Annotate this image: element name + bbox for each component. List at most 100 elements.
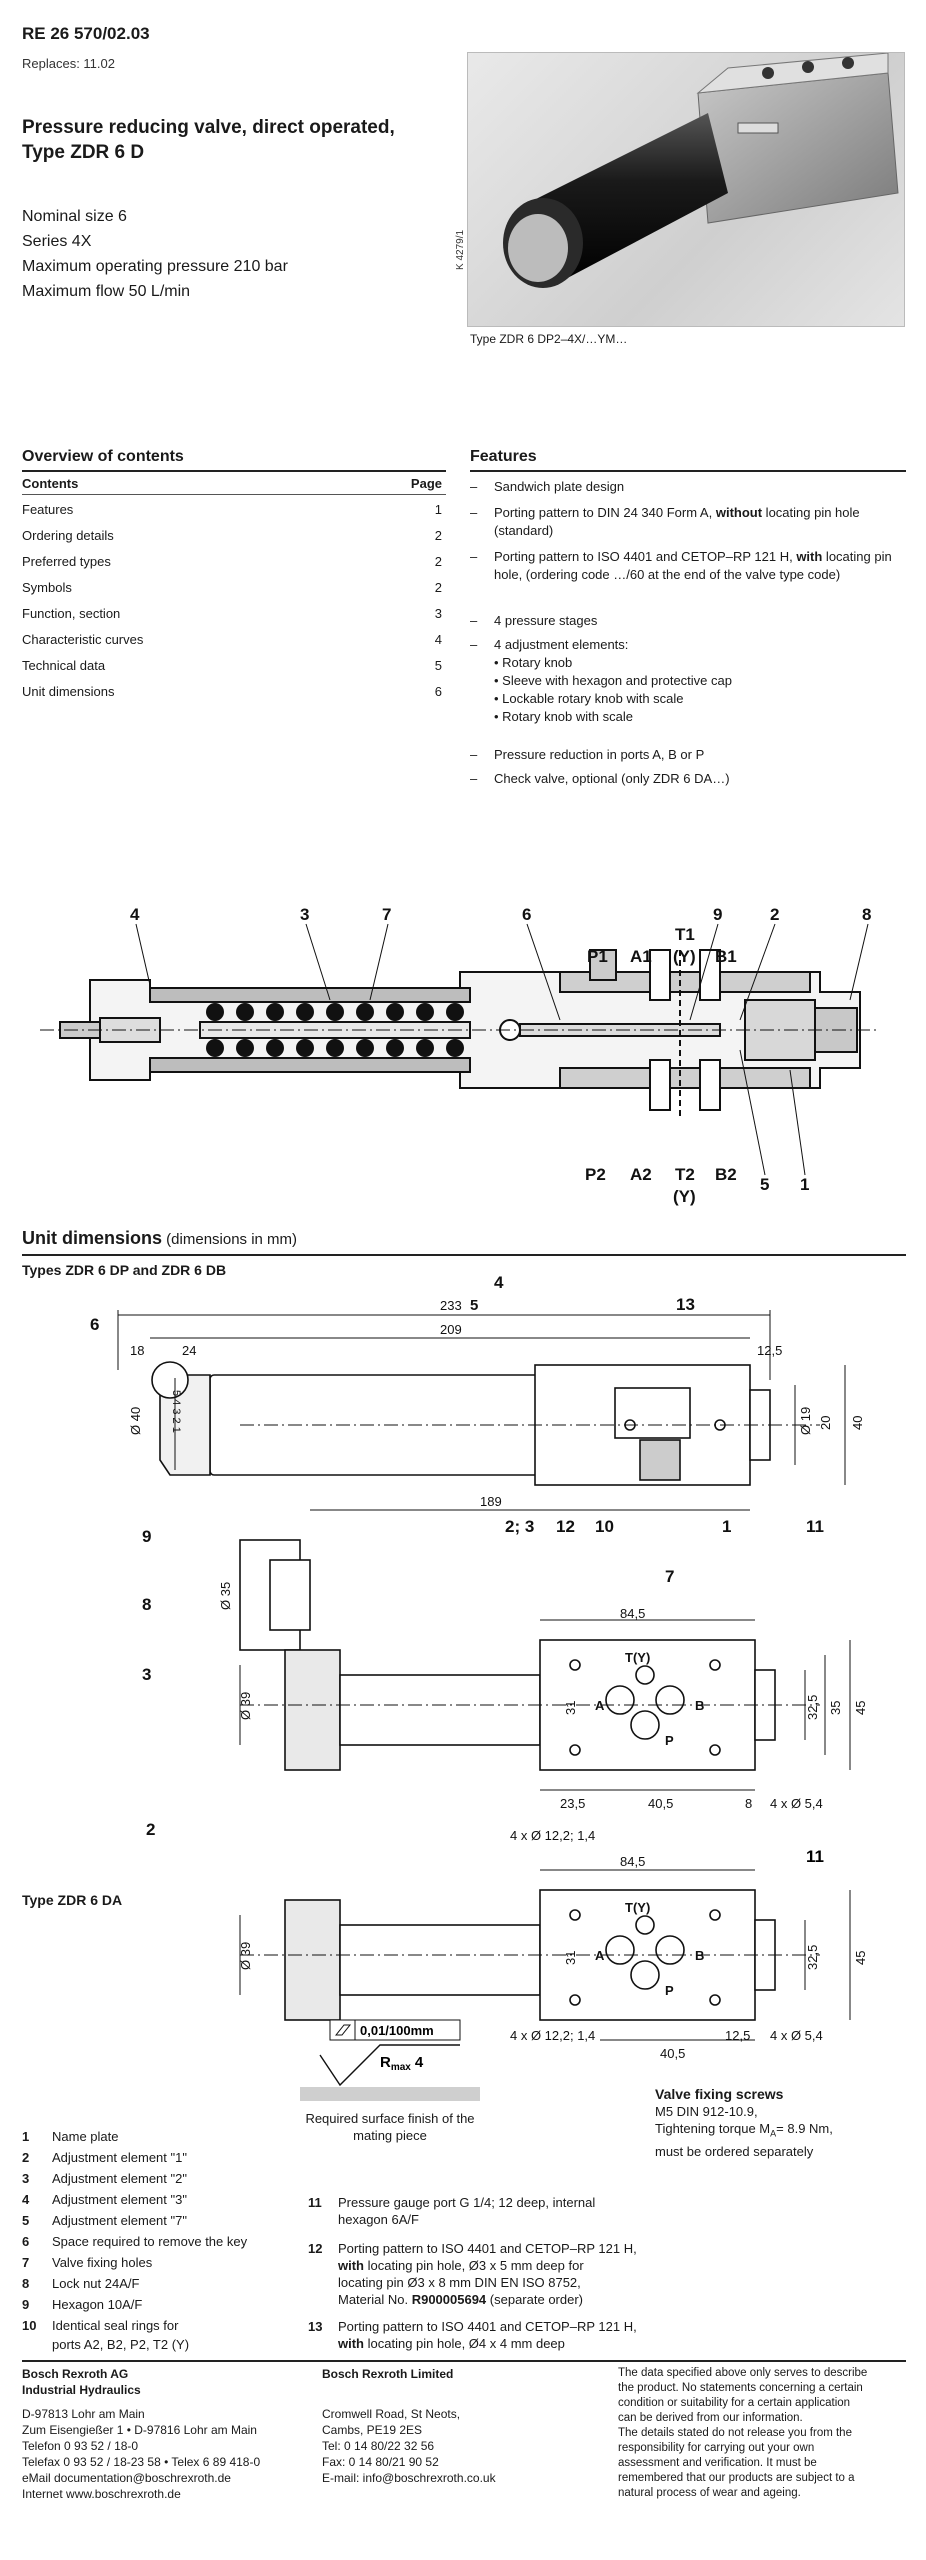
callout-9: 9 xyxy=(142,1527,151,1546)
dim-20: 20 xyxy=(818,1416,833,1430)
callout-11: 11 xyxy=(806,1850,824,1866)
dim-84-5: 84,5 xyxy=(620,1606,645,1621)
callout-2: 2 xyxy=(770,905,779,924)
dim-dia-40: Ø 40 xyxy=(128,1407,143,1435)
dim-12-5: 12,5 xyxy=(725,2028,750,2043)
dim-40-5: 40,5 xyxy=(648,1796,673,1811)
dim-40: 40 xyxy=(850,1416,865,1430)
port-y-bottom: (Y) xyxy=(673,1187,696,1206)
valve-photo-illustration xyxy=(503,53,899,288)
callout-11: 11 xyxy=(806,1517,824,1536)
toc-rule xyxy=(22,494,446,495)
spec-series: Series 4X xyxy=(22,233,92,250)
adjustment-option: • Sleeve with hexagon and protective cap xyxy=(494,673,732,688)
replaces-note: Replaces: 11.02 xyxy=(22,56,115,71)
port-a2: A2 xyxy=(630,1165,652,1184)
footer-disclaimer: The data specified above only serves to … xyxy=(618,2367,868,2499)
port-b: B xyxy=(695,1698,704,1713)
dimension-drawing-da: 84,5 Ø 39 31 32,5 45 40,5 12,5 4 x Ø 5,4… xyxy=(238,1850,868,2061)
legend-item-11: 11 Pressure gauge port G 1/4; 12 deep, i… xyxy=(308,2195,596,2227)
dim-dia-35: Ø 35 xyxy=(218,1582,233,1610)
dimension-drawing-dp-db: 233 209 18 24 12,5 189 Ø 40 Ø 19 20 40 Ø… xyxy=(90,1273,868,1843)
spec-flow: Maximum flow 50 L/min xyxy=(22,283,191,300)
port-t1: T1 xyxy=(675,925,695,944)
dim-40-5: 40,5 xyxy=(660,2046,685,2061)
dim-dia-19: Ø 19 xyxy=(798,1407,813,1435)
surface-finish-caption: Required surface finish of the mating pi… xyxy=(305,2111,475,2143)
fixing-screws-note: Valve fixing screws M5 DIN 912-10.9, Tig… xyxy=(655,2086,833,2159)
port-y-top: (Y) xyxy=(673,947,696,966)
feature-item: –Porting pattern to DIN 24 340 Form A, w… xyxy=(470,505,860,538)
document-number: RE 26 570/02.03 xyxy=(22,24,150,43)
port-a: A xyxy=(595,1948,605,1963)
footer-website-link[interactable]: Internet www.boschrexroth.de xyxy=(22,2487,181,2501)
port-p: P xyxy=(665,1733,674,1748)
callout-3: 3 xyxy=(300,905,309,924)
types-dp-db-label: Types ZDR 6 DP and ZDR 6 DB xyxy=(22,1262,227,1278)
footer-uk-email-link[interactable]: E-mail: info@boschrexroth.co.uk xyxy=(322,2471,496,2485)
legend-item-12: 12 Porting pattern to ISO 4401 and CETOP… xyxy=(308,2241,637,2307)
footer-company-uk: Bosch Rexroth Limited Cromwell Road, St … xyxy=(322,2366,602,2486)
footer-company-de: Bosch Rexroth AG Industrial Hydraulics D… xyxy=(22,2366,312,2502)
overview-rule xyxy=(22,470,446,472)
dim-24: 24 xyxy=(182,1343,196,1358)
port-a1: A1 xyxy=(630,947,652,966)
dim-dia-39: Ø 39 xyxy=(238,1942,253,1970)
spec-pressure: Maximum operating pressure 210 bar xyxy=(22,258,288,275)
callout-4: 4 xyxy=(494,1273,504,1292)
callout-3: 3 xyxy=(142,1665,151,1684)
callout-6: 6 xyxy=(522,905,531,924)
spec-list: Nominal size 6 Series 4X Maximum operati… xyxy=(22,204,288,304)
dim-12-5: 12,5 xyxy=(757,1343,782,1358)
callout-13: 13 xyxy=(676,1295,695,1314)
adjustment-option: • Rotary knob with scale xyxy=(494,709,633,724)
dim-32-5: 32,5 xyxy=(805,1945,820,1970)
dim-4x-dia-12-2: 4 x Ø 12,2; 1,4 xyxy=(510,1828,595,1843)
flatness-value: 0,01/100mm xyxy=(360,2023,434,2038)
dim-8: 8 xyxy=(745,1796,752,1811)
dim-233: 233 xyxy=(440,1298,462,1313)
callout-10: 10 xyxy=(595,1517,614,1536)
callout-6: 6 xyxy=(90,1315,99,1334)
port-t-y: T(Y) xyxy=(625,1650,650,1665)
type-da-label: Type ZDR 6 DA xyxy=(22,1892,123,1908)
dim-dia-39: Ø 39 xyxy=(238,1692,253,1720)
callout-1: 1 xyxy=(722,1517,731,1536)
features-rule xyxy=(470,470,906,472)
dim-35: 35 xyxy=(828,1701,843,1715)
dim-209: 209 xyxy=(440,1322,462,1337)
callout-2: 2 xyxy=(146,1820,155,1839)
adjustment-option: • Lockable rotary knob with scale xyxy=(494,691,684,706)
port-p1: P1 xyxy=(587,947,608,966)
port-b1: B1 xyxy=(715,947,737,966)
port-t-y: T(Y) xyxy=(625,1900,650,1915)
callout-12: 12 xyxy=(556,1517,575,1536)
callout-5: 5 xyxy=(470,1297,478,1314)
dim-45: 45 xyxy=(853,1701,868,1715)
callout-4: 4 xyxy=(130,905,140,924)
callout-9: 9 xyxy=(713,905,722,924)
port-b2: B2 xyxy=(715,1165,737,1184)
callout-8: 8 xyxy=(142,1595,151,1614)
legend-item-13: 13 Porting pattern to ISO 4401 and CETOP… xyxy=(308,2319,637,2351)
footer-email-link[interactable]: eMail documentation@boschrexroth.de xyxy=(22,2471,231,2485)
callout-1: 1 xyxy=(800,1175,809,1194)
port-p2: P2 xyxy=(585,1165,606,1184)
unit-dimensions-rule xyxy=(22,1254,906,1256)
